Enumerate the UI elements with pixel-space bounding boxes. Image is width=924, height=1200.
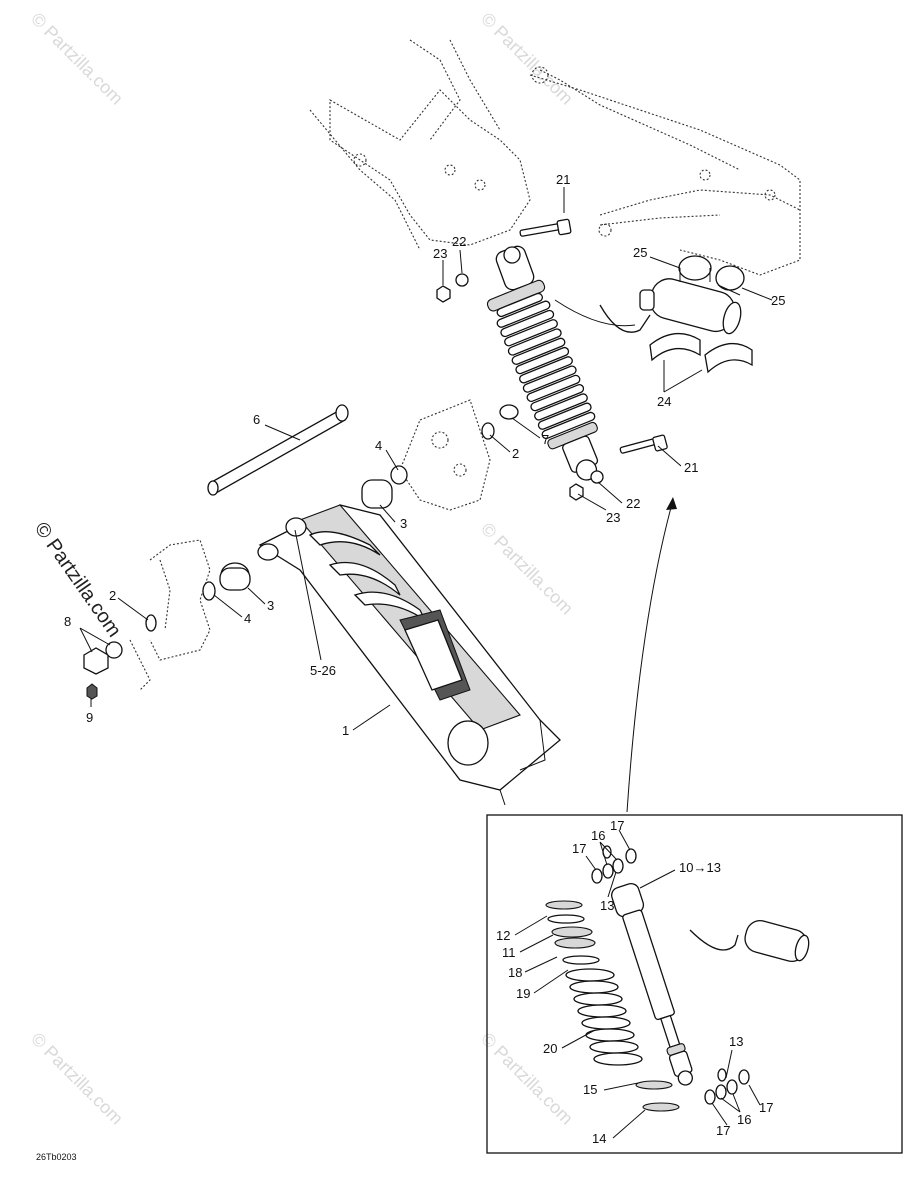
callout-label: 13 [729,1034,743,1049]
callout-label: 8 [64,614,71,629]
watermark: © Partzilla.com [477,9,577,109]
callout-label: 21 [684,460,698,475]
inset-leader-lines [514,829,761,1139]
inset-callout-labels: 17 16 17 13 10→13 12 11 18 19 20 15 14 1… [496,818,773,1146]
callout-label: 4 [375,438,382,453]
callout-label: 11 [502,945,516,960]
callout-label: 23 [606,510,620,525]
callout-label: 16 [591,828,605,843]
callout-label: 12 [496,928,510,943]
clamp-parts [649,255,753,374]
callout-label: 24 [657,394,671,409]
callout-label: 5-26 [310,663,336,678]
callout-label: 3 [267,598,274,613]
frame-outline-left [129,399,491,691]
upper-fasteners [436,218,668,501]
callout-label: 4 [244,611,251,626]
axle-and-bushings [83,404,519,700]
watermark-dark: © Partzilla.com [30,518,125,641]
callout-label: 19 [516,986,530,1001]
callout-label: 9 [86,710,93,725]
callout-label: 18 [508,965,522,980]
callout-label: 22 [452,234,466,249]
callout-label: 6 [253,412,260,427]
coil-spring [565,968,643,1066]
callout-label: 15 [583,1082,597,1097]
callout-label: 22 [626,496,640,511]
callout-label: 1 [342,723,349,738]
diagram-code: 26Tb0203 [36,1152,77,1162]
watermark: © Partzilla.com [27,1029,127,1129]
callout-label: 16 [737,1112,751,1127]
watermark: © Partzilla.com [477,519,577,619]
shock-absorber [486,245,742,481]
shock-detail-inset [486,497,903,1154]
frame-outline-upper [309,39,801,276]
callout-label: 7 [542,432,549,447]
callout-label: 25 [633,245,647,260]
callout-label: 21 [556,172,570,187]
callout-label: 2 [512,446,519,461]
callout-label: 3 [400,516,407,531]
leader-lines [79,187,773,731]
callout-label: 17 [716,1123,730,1138]
callout-label: 17 [572,841,586,856]
callout-label: 20 [543,1041,557,1056]
callout-label: 10→13 [679,860,721,875]
callout-label: 23 [433,246,447,261]
callout-label: 13 [600,898,614,913]
callout-label: 25 [771,293,785,308]
callout-label: 17 [759,1100,773,1115]
callout-label: 14 [592,1131,606,1146]
callout-label: 2 [109,588,116,603]
callout-labels: 21 22 23 25 25 24 6 4 2 7 3 3 4 2 8 9 5-… [64,172,785,738]
watermark: © Partzilla.com [477,1029,577,1129]
watermark: © Partzilla.com [27,9,127,109]
callout-label: 17 [610,818,624,833]
